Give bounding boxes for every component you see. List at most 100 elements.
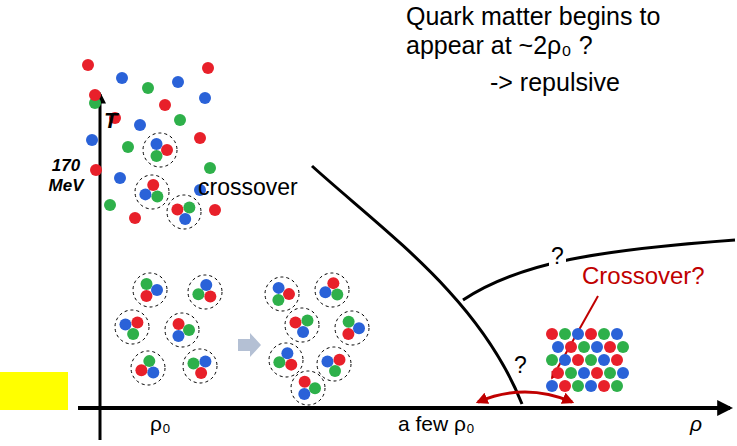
quark-dot <box>298 388 310 400</box>
quark-dot <box>329 365 341 377</box>
baryon-outline <box>291 371 325 405</box>
quark-dot <box>192 288 204 300</box>
quark-dot <box>327 277 339 289</box>
quark-dot <box>119 319 131 331</box>
quark-dot <box>552 341 564 353</box>
quark-dot <box>319 286 331 298</box>
question-mark: ? <box>549 243 566 269</box>
quark-dot <box>122 141 134 153</box>
quark-dot <box>565 341 577 353</box>
quark-dot <box>604 367 616 379</box>
quark-dot <box>209 204 221 216</box>
quark-dot <box>598 380 610 392</box>
quark-dot <box>159 99 171 111</box>
quark-dot <box>127 328 139 340</box>
quark-dot <box>333 354 345 366</box>
quark-dot <box>202 62 214 74</box>
quark-dot <box>199 92 211 104</box>
quark-dot <box>204 162 216 174</box>
quark-dot <box>572 380 584 392</box>
quark-dot <box>139 188 151 200</box>
baryon-outline <box>285 308 319 342</box>
quark-dot <box>140 290 152 302</box>
compression-arrow <box>238 333 261 357</box>
quark-dot <box>591 367 603 379</box>
quark-dot <box>572 354 584 366</box>
baryon-outline <box>165 313 199 347</box>
quark-dot <box>611 380 623 392</box>
t-axis <box>99 94 102 440</box>
quark-dot <box>204 291 216 303</box>
axis-tick: ρ₀ <box>150 412 171 436</box>
quark-dot <box>82 59 94 71</box>
quark-dot <box>283 288 295 300</box>
quark-dot <box>142 82 154 94</box>
quark-dot <box>179 213 191 225</box>
quark-dot <box>565 367 577 379</box>
quark-dot <box>135 364 147 376</box>
baryon-outline <box>131 351 165 385</box>
quark-dot <box>151 284 163 296</box>
note-text: -> repulsive <box>490 68 620 97</box>
quark-dot <box>161 144 173 156</box>
quark-dot <box>90 164 102 176</box>
quark-dot <box>559 380 571 392</box>
quark-dot <box>604 341 616 353</box>
highlight-box <box>0 372 68 410</box>
quark-dot <box>331 289 343 301</box>
quark-dot <box>585 328 597 340</box>
quark-dot <box>200 279 212 291</box>
quark-dot <box>171 204 183 216</box>
quark-dot <box>611 328 623 340</box>
baryon-outline <box>133 273 167 307</box>
baryon-outline <box>335 311 369 345</box>
crossover-note: Crossover? <box>582 262 705 290</box>
transition-curve <box>463 240 735 300</box>
quark-dot <box>578 341 590 353</box>
quark-dot <box>585 380 597 392</box>
quark-dot <box>272 294 284 306</box>
quark-dot <box>309 382 321 394</box>
crossover-arc-arrow <box>478 392 572 402</box>
quark-dot <box>559 354 571 366</box>
quark-dot <box>131 317 143 329</box>
quark-dot <box>199 356 211 368</box>
quark-dot <box>617 367 629 379</box>
quark-dot <box>86 134 98 146</box>
baryon-outline <box>265 277 299 311</box>
question-mark: ? <box>512 352 529 378</box>
quark-dot <box>321 355 333 367</box>
quark-dot <box>297 326 309 338</box>
quark-dot <box>187 358 199 370</box>
quark-dot <box>143 355 155 367</box>
quark-dot <box>578 367 590 379</box>
quark-dot <box>134 119 146 131</box>
baryon-outline <box>317 347 351 381</box>
quark-dot <box>151 138 163 150</box>
quark-dot <box>273 282 285 294</box>
baryon-outline <box>143 133 177 167</box>
baryon-outline <box>115 310 149 344</box>
quark-dot <box>151 150 163 162</box>
quark-dot <box>299 376 311 388</box>
quark-dot <box>116 72 128 84</box>
baryon-outline <box>315 273 349 307</box>
note-text: Quark matter begins to appear at ~2ρ₀ ? <box>406 2 732 60</box>
quark-dot <box>173 318 185 330</box>
quark-dot <box>572 328 584 340</box>
quark-dot <box>89 89 101 101</box>
baryon-outline <box>135 175 169 209</box>
quark-dot <box>281 347 293 359</box>
quark-dot <box>546 380 558 392</box>
quark-dot <box>141 278 153 290</box>
quark-dot <box>285 359 297 371</box>
quark-dot <box>172 330 184 342</box>
quark-dot <box>174 114 186 126</box>
quark-dot <box>342 328 354 340</box>
curve-label: crossover <box>198 174 298 200</box>
quark-dot <box>598 328 610 340</box>
quark-dot <box>183 324 195 336</box>
temperature-value: 170 MeV <box>46 156 86 195</box>
